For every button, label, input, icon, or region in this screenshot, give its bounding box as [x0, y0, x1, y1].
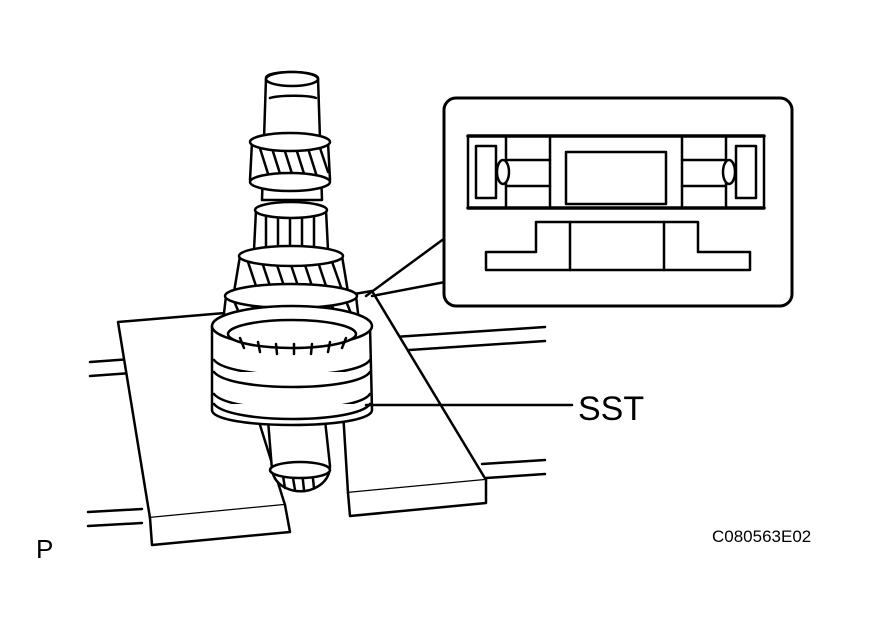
figure-code-label: C080563E02: [712, 527, 812, 546]
top-helical-gear: [248, 131, 332, 193]
spline-collar: [252, 200, 330, 254]
lower-shaft: [266, 418, 332, 493]
inset-sst-section: [484, 220, 752, 272]
detail-leader-upper: [364, 236, 447, 298]
left-support-block: [116, 311, 292, 547]
sst-bearing-tool: [210, 304, 374, 427]
leader-lines: [364, 236, 574, 407]
inset-bearing-section: [466, 134, 766, 210]
detail-inset: [442, 96, 794, 308]
sst-label: SST: [578, 390, 645, 428]
view-marker-label: P: [36, 534, 54, 564]
detail-leader-lower: [370, 280, 447, 298]
right-support-block: [334, 289, 488, 518]
